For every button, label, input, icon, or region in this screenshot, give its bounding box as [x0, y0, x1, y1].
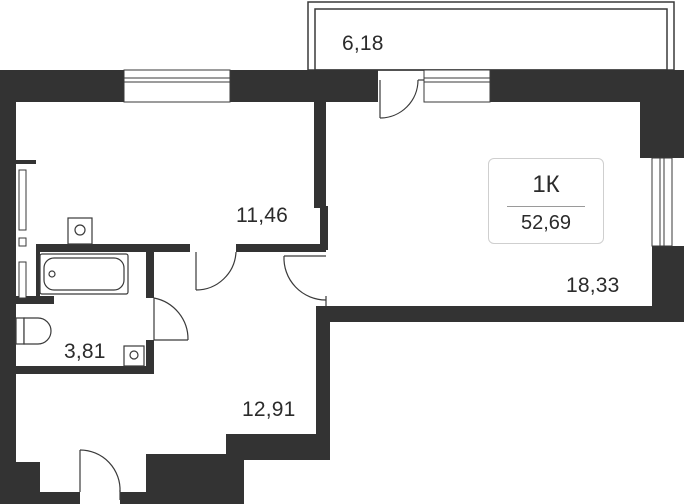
toilet-icon [15, 317, 52, 345]
doors [79, 79, 424, 500]
total-area: 52,69 [520, 212, 572, 234]
window-top-right [423, 69, 491, 103]
left-wall-detail [18, 169, 27, 299]
apartment-type: 1К [532, 171, 560, 198]
window-top-left [123, 69, 231, 103]
bathtub-icon [39, 253, 129, 295]
bathroom-sink-icon [123, 345, 145, 367]
bathroom-area-label: 3,81 [64, 340, 106, 363]
living-room-area-label: 18,33 [566, 274, 620, 297]
badge-divider [507, 206, 585, 207]
walls [0, 70, 684, 504]
apartment-info-badge: 1К 52,69 [488, 158, 604, 244]
hallway-area-label: 12,91 [242, 398, 296, 421]
window-right [651, 157, 673, 247]
kitchen-area-label: 11,46 [236, 204, 288, 227]
kitchen-sink-icon [67, 217, 93, 245]
balcony-area-label: 6,18 [342, 32, 384, 55]
